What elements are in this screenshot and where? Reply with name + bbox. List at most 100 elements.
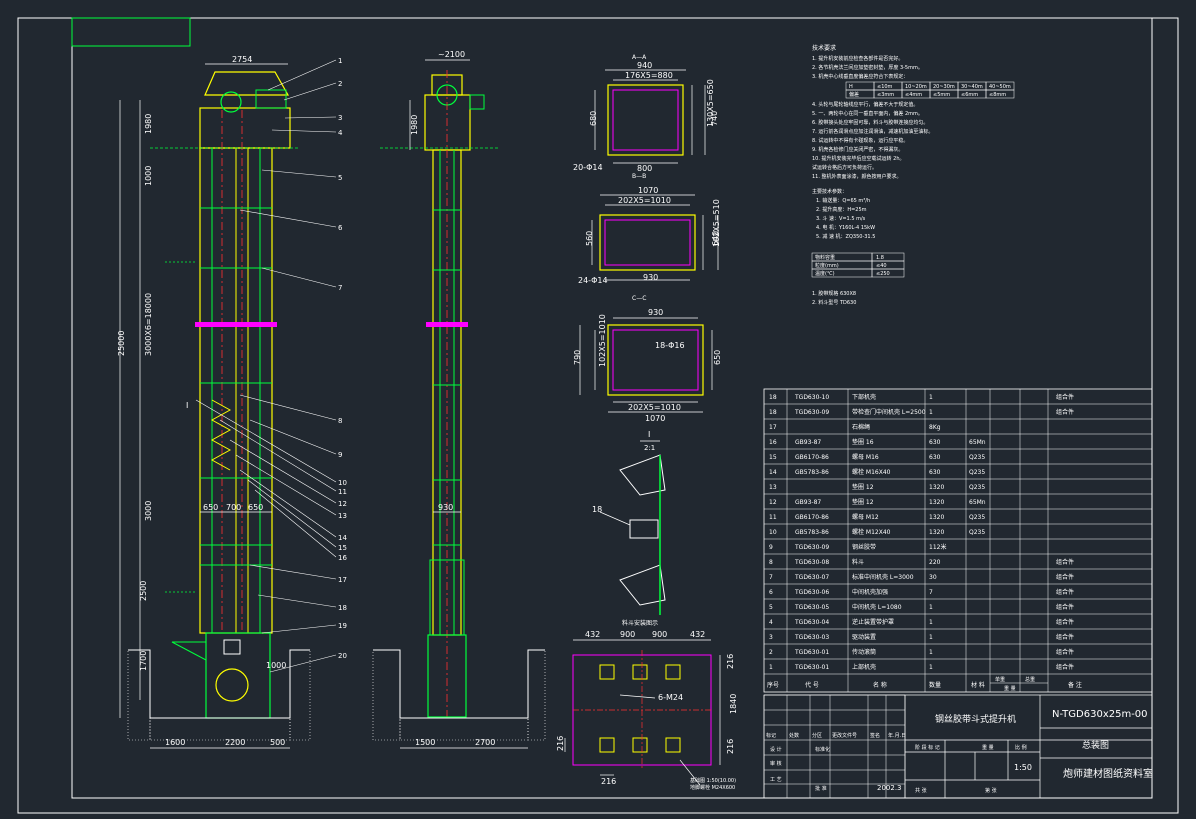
bom-name: 料斗 [852,558,864,566]
bom-qty: 1 [929,619,933,626]
balloon-5: 5 [338,174,342,182]
bom-name: 螺栓 M12X40 [852,528,891,536]
bom-name: 螺母 M16 [852,453,879,461]
leader-line [247,479,337,548]
fd-dim-1: 432 [585,630,600,639]
tb-label: 分区 [812,732,822,739]
balloon-4: 4 [338,129,343,137]
dim-lower1: 3000 [144,501,153,521]
side-head [424,94,471,151]
leader-line [261,169,337,178]
bom-note: 组合件 [1056,573,1074,581]
bom-qty: 1320 [929,499,944,506]
bom-no: 11 [769,514,777,521]
fd-dim-2: 900 [620,630,635,639]
bom-qty: 1 [929,409,933,416]
bom-qty: 1320 [929,514,944,521]
bom-code: GB6170-86 [795,514,829,521]
note-line: 试运转合格后方可负荷运行。 [812,164,877,171]
sec2-bolt: 24-Φ14 [578,276,608,285]
bom-header: 序号 [767,681,779,689]
note-line: 5. 一、两轮中心在同一垂直平面内，偏差 2mm。 [812,110,923,117]
tb-total: 共 张 [915,787,927,794]
bom-qty: 1 [929,649,933,656]
bom-qty: 7 [929,589,933,596]
balloon-18: 18 [338,604,347,612]
dim-upper: 1000 [144,166,153,186]
balloon-9: 9 [338,451,342,459]
bom-no: 18 [769,394,777,401]
bom-name: 上部机壳 [852,663,876,671]
balloon-14: 14 [338,534,347,542]
bom-code: TGD630-10 [794,394,829,401]
bom-no: 9 [769,544,773,551]
balloon-8: 8 [338,417,342,425]
sec3-bolt: 18-Φ16 [655,341,685,350]
dim-head: 1980 [144,114,153,134]
bom-note: 组合件 [1056,558,1074,566]
side-head-dim: 1980 [410,115,419,135]
bom-name: 下部机壳 [852,393,876,401]
tb-label: 标记 [766,732,776,739]
bom-name: 螺栓 M16X40 [852,468,891,476]
note-line: 9. 机壳各检修门应关闭严密，不得漏灰。 [812,146,903,153]
sec2-w1: 1070 [638,186,658,195]
bom-name: 钢丝胶带 [852,543,876,551]
bom-code: TGD630-08 [794,559,829,566]
bom-name: 逆止装置带护罩 [852,618,894,626]
balloon-12: 12 [338,500,347,508]
bom-code: TGD630-05 [794,604,829,611]
bom-qty: 630 [929,454,941,461]
foundation-plan: 432 900 900 432 216 1840 216 216 216 6-M… [556,630,738,791]
fd-dim-left: 216 [556,736,565,751]
balloon-15: 15 [338,544,347,552]
bom-qty: 220 [929,559,941,566]
bom-name: 垫圈 12 [852,498,874,506]
bom-name: 垫圈 16 [852,438,874,446]
fd-caption-1: 基础图 1:50(10.00) [690,777,736,784]
sec1-bolt: 20-Φ14 [573,163,603,172]
sec2-h1: 560 [585,231,594,246]
leader-line [257,594,337,608]
sheet-name: 总装图 [1082,739,1109,751]
tb-scale-label: 比 例 [1015,744,1027,751]
drawing-number: N-TGD630x25m-00 [1052,709,1148,720]
bom-no: 14 [769,469,777,476]
balloon-20: 20 [338,652,347,660]
leader-line [249,419,337,455]
org-name: 炮师建材图纸资料室 [1063,767,1153,780]
bom-no: 3 [769,634,773,641]
spec-table-key: 物料容重 [815,254,835,261]
bom-qty: 1320 [929,484,944,491]
bom-no: 5 [769,604,773,611]
note-line: 1. 提升机安装前应检查各部件是否完好。 [812,55,903,62]
sec3-h2: 650 [713,350,722,365]
deviation-cell: 20~30m [933,84,955,90]
bom-mat: 65Mn [969,499,986,506]
tb-label: 签名 [870,732,880,739]
fd-dim-r3: 216 [726,739,735,754]
leader-line [284,116,337,119]
bom-header: 名 称 [873,681,887,689]
bom-no: 17 [769,424,777,431]
bom-code: TGD630-09 [794,544,829,551]
dim-boot2: 1000 [266,661,286,670]
dim-boot: 1700 [139,651,148,671]
balloon-19: 19 [338,622,347,630]
fd-dim-4: 432 [690,630,705,639]
date: 2002.3 [877,784,902,792]
spec-line: 1. 输送量：Q=65 m³/h [816,197,870,204]
deviation-cell: ≤8mm [989,92,1006,98]
note-line: 3. 机壳中心线垂直度偏差应符合下表规定： [812,73,908,80]
spec-line: 2. 提升高度：H=25m [816,206,867,213]
sec3-w1: 930 [648,308,663,317]
fd-dim-bottom: 216 [601,777,616,786]
side-base-2: 2700 [475,738,495,747]
bom-note: 组合件 [1056,633,1074,641]
detail-caption: 料斗安装图示 [622,619,658,627]
balloon-1: 1 [338,57,342,65]
bom-qty: 30 [929,574,937,581]
bom-code: TGD630-03 [794,634,829,641]
